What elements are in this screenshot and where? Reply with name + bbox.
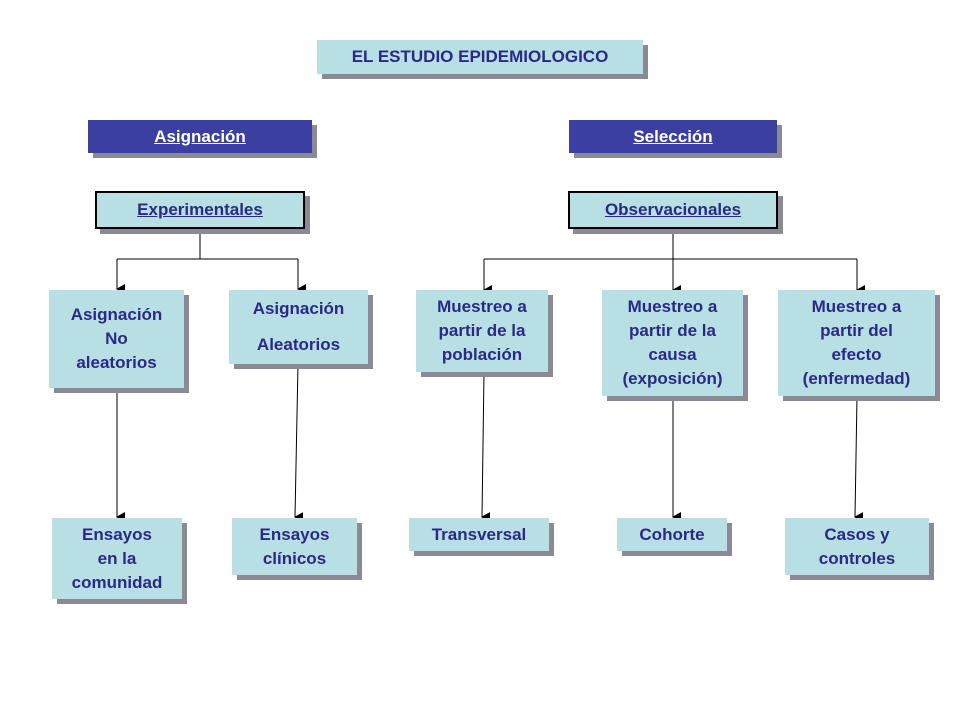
design-ensayos-comunidad: Ensayos en la comunidad [52, 518, 182, 599]
diagram-title-text: EL ESTUDIO EPIDEMIOLOGICO [351, 47, 609, 66]
design-line: Ensayos [82, 524, 152, 544]
design-line: controles [818, 548, 896, 568]
method-line: efecto [831, 345, 882, 364]
method-asignacion-no-aleatorios: Asignación No aleatorios [49, 290, 184, 388]
method-line: partir del [820, 321, 893, 340]
method-line: aleatorios [76, 353, 157, 372]
method-muestreo-efecto: Muestreo a partir del efecto (enfermedad… [778, 290, 935, 396]
method-line: partir de la [438, 321, 526, 340]
header-seleccion[interactable]: Selección [569, 120, 777, 153]
method-line: población [441, 345, 523, 364]
method-line: partir de la [629, 321, 716, 340]
design-line: Transversal [431, 524, 527, 544]
method-line: Muestreo a [811, 297, 902, 316]
method-asignacion-aleatorios: Asignación Aleatorios [229, 290, 368, 364]
header-asignacion[interactable]: Asignación [88, 120, 312, 153]
design-line: en la [97, 548, 137, 568]
method-muestreo-causa: Muestreo a partir de la causa (exposició… [602, 290, 743, 396]
category-experimentales[interactable]: Experimentales [95, 191, 305, 229]
diagram-title: EL ESTUDIO EPIDEMIOLOGICO [317, 40, 643, 74]
category-experimentales-link[interactable]: Experimentales [137, 200, 263, 219]
design-cohorte: Cohorte [617, 518, 727, 551]
design-ensayos-clinicos: Ensayos clínicos [232, 518, 357, 575]
category-observacionales-link[interactable]: Observacionales [604, 200, 742, 219]
method-line: No [105, 329, 128, 348]
method-line: causa [648, 345, 697, 364]
method-line: Muestreo a [627, 297, 718, 316]
method-line: (exposición) [622, 369, 723, 388]
method-line: Aleatorios [256, 335, 341, 354]
connector-aleatorios-to-clinicos [294, 363, 304, 523]
design-line: Ensayos [259, 524, 330, 544]
connector-poblacion-to-transversal [481, 371, 491, 523]
method-line: Muestreo a [437, 297, 527, 316]
design-transversal: Transversal [409, 518, 549, 551]
category-observacionales[interactable]: Observacionales [568, 191, 778, 229]
method-line: Asignación [252, 299, 345, 318]
design-line: comunidad [71, 572, 163, 592]
header-asignacion-link[interactable]: Asignación [154, 126, 246, 146]
method-line: Asignación [70, 305, 163, 324]
method-muestreo-poblacion: Muestreo a partir de la población [416, 290, 548, 372]
design-line: Casos y [824, 524, 890, 544]
design-line: Cohorte [639, 524, 705, 544]
connector-efecto-to-casos [854, 395, 864, 523]
method-line: (enfermedad) [802, 369, 911, 388]
design-casos-controles: Casos y controles [785, 518, 929, 575]
header-seleccion-link[interactable]: Selección [633, 126, 713, 146]
design-line: clínicos [262, 548, 327, 568]
